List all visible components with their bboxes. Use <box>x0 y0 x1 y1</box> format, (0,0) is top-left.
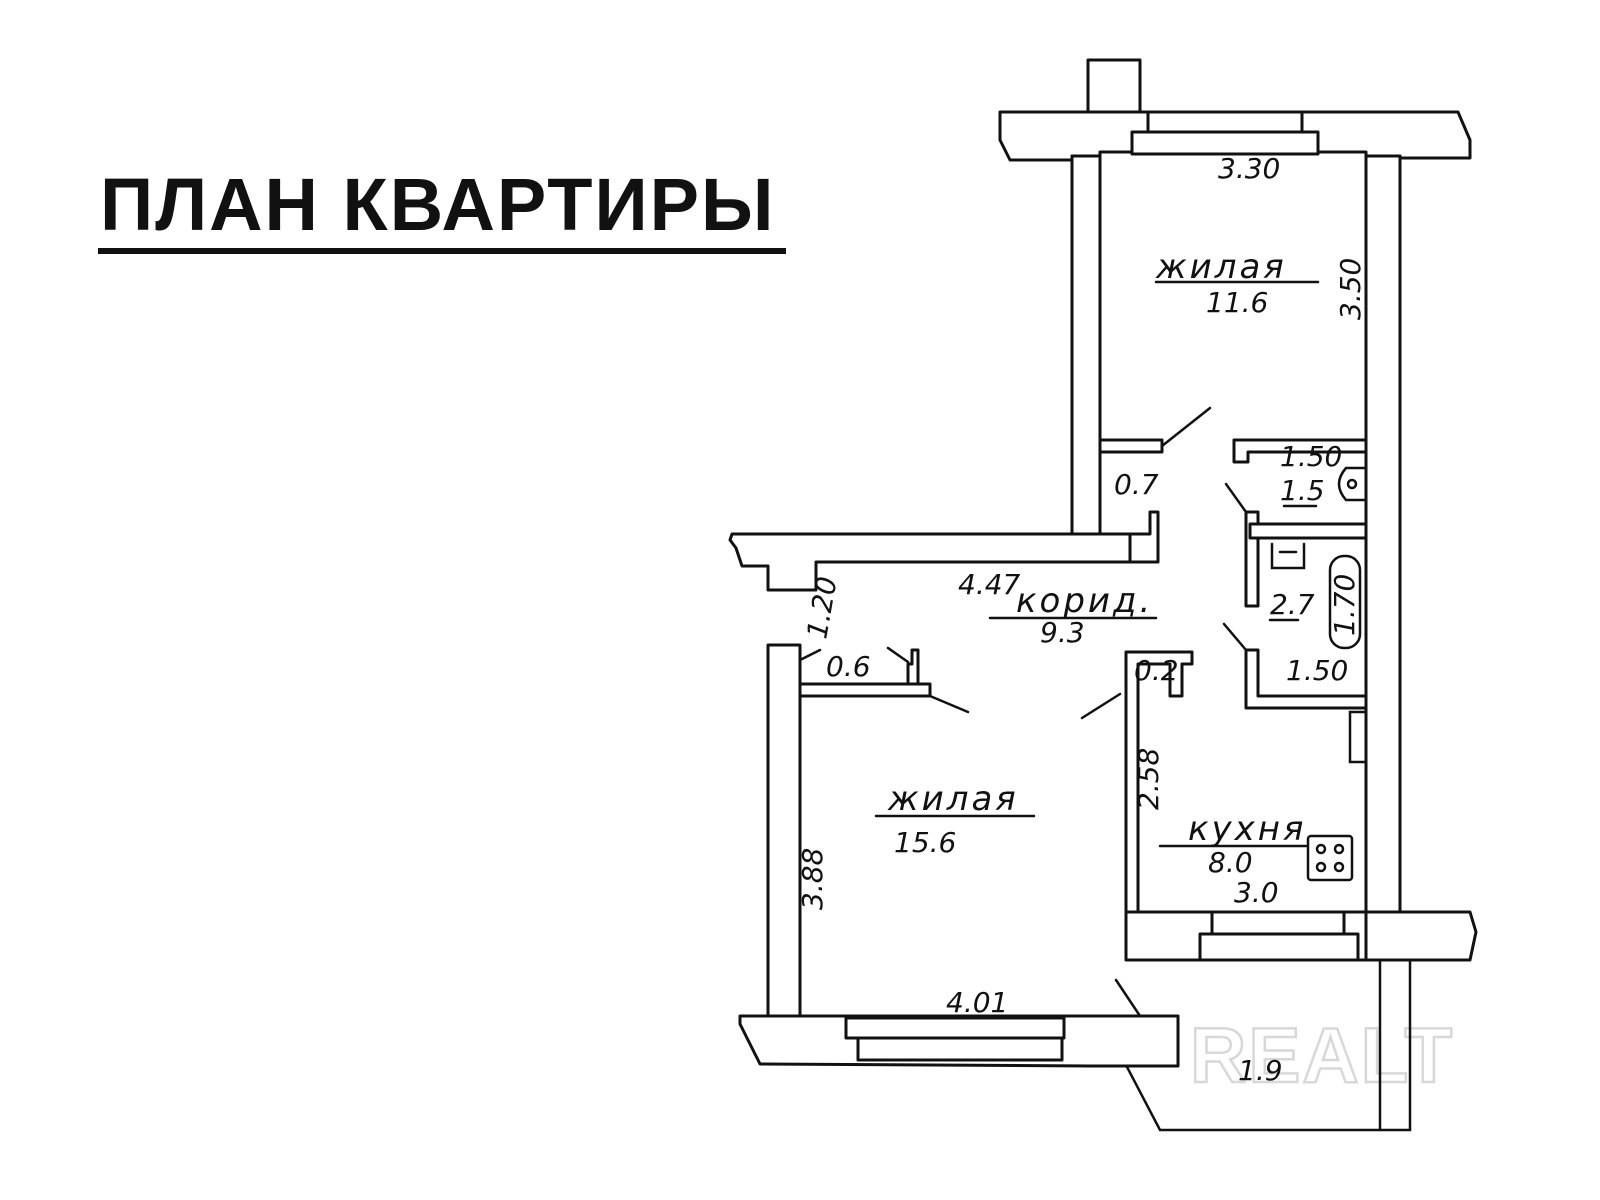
living-bottom-width: 4.01 <box>946 986 1008 1019</box>
wall-lower-left <box>766 643 802 1024</box>
kitchen-label: кухня <box>1188 809 1306 849</box>
bathtub <box>1328 554 1362 650</box>
door-bathroom <box>1222 622 1248 652</box>
page-title: ПЛАН КВАРТИРЫ <box>100 163 776 246</box>
toilet-drain <box>1346 478 1358 490</box>
living-top-width: 3.30 <box>1218 152 1280 185</box>
door-kitchen <box>1080 692 1122 720</box>
bathroom-tub-length: 1.70 <box>1328 574 1361 636</box>
corridor-label: корид. <box>1016 581 1153 621</box>
closet-top-area: 0.7 <box>1114 468 1159 501</box>
kitchen-width: 3.0 <box>1234 876 1279 909</box>
wall-chimney <box>1086 58 1142 114</box>
corridor-area: 9.3 <box>1040 616 1085 649</box>
wall-right-bottom <box>1364 910 1478 962</box>
closet-left-door-2 <box>886 646 910 664</box>
bathroom-width: 1.50 <box>1286 654 1348 687</box>
window-kitchen-outer <box>1210 910 1346 936</box>
wall-closet-top-side <box>1128 510 1160 564</box>
sink <box>1270 542 1306 570</box>
window-bottom-outer <box>844 1016 1066 1040</box>
wall-upper-left <box>1070 154 1102 538</box>
window-top-inner <box>1130 130 1320 156</box>
kitchen-depth: 2.58 <box>1132 748 1165 810</box>
window-kitchen-inner <box>1198 932 1360 962</box>
closet-left-area: 0.6 <box>826 650 871 683</box>
balcony-outline <box>1113 956 1412 1132</box>
living-top-depth: 3.50 <box>1334 258 1367 320</box>
stove-burner <box>1333 843 1345 855</box>
wall-right <box>1364 154 1402 920</box>
wall-partition-upper <box>1098 438 1164 454</box>
title-underline <box>98 248 786 254</box>
stove <box>1306 834 1354 882</box>
stove-burner <box>1315 843 1327 855</box>
window-bottom-inner <box>856 1036 1064 1062</box>
kitchen-area: 8.0 <box>1208 846 1253 879</box>
toilet-area: 1.5 <box>1280 474 1325 507</box>
living-top-label: жилая <box>1155 247 1287 287</box>
door-balcony <box>1114 978 1142 1018</box>
bathroom-area: 2.7 <box>1270 588 1315 621</box>
door-lower-room <box>928 694 970 714</box>
living-bottom-area: 15.6 <box>894 826 956 859</box>
shaft-area: 0.2 <box>1134 654 1179 687</box>
toilet-fixture <box>1337 466 1368 502</box>
living-bottom-label: жилая <box>887 779 1019 819</box>
living-top-area: 11.6 <box>1206 286 1268 319</box>
closet-left-door <box>798 648 822 662</box>
window-top-outer <box>1146 110 1304 134</box>
wall-bath-left-lower <box>1244 648 1368 710</box>
balcony-area: 1.9 <box>1238 1054 1283 1087</box>
wall-partition-toilet <box>1232 438 1368 464</box>
corridor-length: 4.47 <box>958 568 1021 601</box>
door-toilet <box>1224 482 1248 514</box>
stove-burner <box>1315 861 1327 873</box>
wall-closet-left <box>798 648 932 698</box>
watermark: REALT <box>1190 1011 1454 1099</box>
toilet-width: 1.50 <box>1280 440 1342 473</box>
fridge <box>1348 710 1368 764</box>
door-upper-room <box>1160 406 1212 448</box>
wall-toilet-bath <box>1248 522 1368 540</box>
stove-burner <box>1333 861 1345 873</box>
living-bottom-depth: 3.88 <box>796 848 829 910</box>
